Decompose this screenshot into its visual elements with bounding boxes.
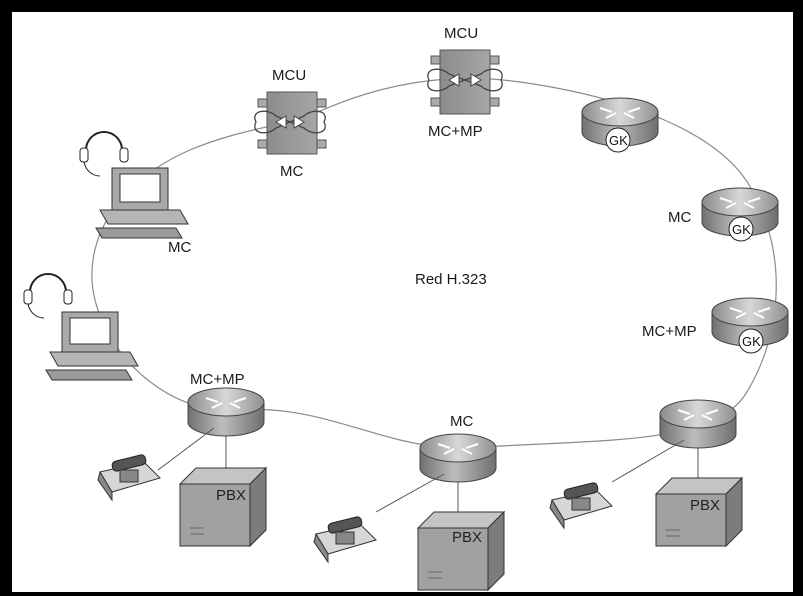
gk-badge-right-low: GK: [742, 334, 761, 349]
mcu-top: MCU MC+MP: [427, 25, 503, 140]
phone-right: [549, 482, 613, 530]
mcu-top-bottom-label: MC+MP: [428, 123, 483, 140]
router-bottom-mid-label: MC: [450, 413, 473, 430]
router-bottom-left-label: MC+MP: [190, 371, 245, 388]
pbx-left: PBX: [178, 466, 268, 548]
router-gk-right-mid: GK MC: [668, 187, 779, 242]
mcu-top-top-label: MCU: [444, 25, 478, 42]
router-bottom-mid: MC: [375, 413, 497, 513]
router-gk-right-low: GK MC+MP: [642, 297, 789, 354]
diagram-frame: Red H.323 MCU MC MCU MC+MP GK: [12, 12, 793, 592]
pc-upper-label: MC: [168, 239, 191, 256]
pc-lower: [23, 273, 139, 381]
gk-badge-right-mid: GK: [732, 222, 751, 237]
pbx-right-label: PBX: [690, 497, 720, 514]
phone-mid: [313, 516, 377, 564]
router-gk-right-mid-label: MC: [668, 209, 691, 226]
mcu-left-top-label: MCU: [272, 67, 306, 84]
network-label: Red H.323: [415, 271, 487, 288]
pbx-right: PBX: [654, 476, 744, 548]
router-gk-top: GK: [581, 97, 659, 153]
phone-left: [97, 454, 161, 502]
router-bottom-right: [611, 399, 737, 483]
gk-badge-top: GK: [609, 133, 628, 148]
mcu-left: MCU MC: [254, 67, 327, 180]
pc-upper: MC: [79, 131, 191, 256]
pbx-mid: PBX: [416, 510, 506, 592]
h323-network-diagram: Red H.323 MCU MC MCU MC+MP GK: [23, 25, 789, 592]
pbx-left-label: PBX: [216, 487, 246, 504]
pbx-mid-label: PBX: [452, 529, 482, 546]
router-bottom-left: MC+MP: [157, 371, 265, 471]
mcu-left-bottom-label: MC: [280, 163, 303, 180]
router-gk-right-low-label: MC+MP: [642, 323, 697, 340]
